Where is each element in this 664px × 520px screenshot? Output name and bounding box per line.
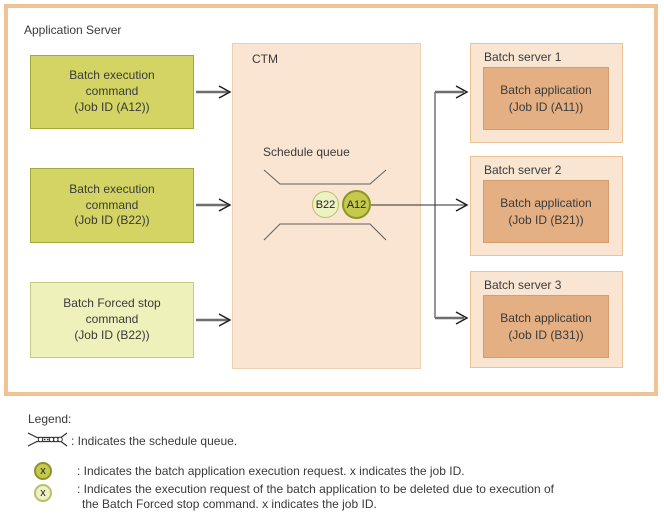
application-server-label: Application Server (24, 23, 122, 37)
command-job-id: (Job ID (B22)) (74, 327, 150, 342)
legend-deleted-request-line1: : Indicates the execution request of the… (77, 482, 554, 496)
command-title: Batch execution command (69, 181, 155, 212)
batch-application-title: Batch application (500, 83, 592, 98)
schedule-queue-label: Schedule queue (263, 145, 350, 159)
batch-server-name: Batch server 1 (484, 50, 562, 64)
batch-server-1-box: Batch server 1 Batch application (Job ID… (470, 43, 623, 143)
command-job-id: (Job ID (B22)) (74, 213, 150, 228)
batch-application-job-id: (Job ID (A11)) (508, 99, 584, 114)
legend-x-label: x (40, 465, 46, 477)
batch-application-b21-box: Batch application (Job ID (B21)) (483, 180, 609, 243)
batch-execution-command-a12-box: Batch execution command (Job ID (A12)) (30, 55, 194, 129)
command-title: Batch execution command (69, 68, 155, 99)
legend-deleted-request-text: : Indicates the execution request of the… (77, 482, 554, 512)
execution-request-circle-light-icon: x (34, 484, 52, 502)
batch-application-title: Batch application (500, 196, 592, 211)
queue-item-b22-circle: B22 (312, 191, 339, 218)
legend-title: Legend: (28, 412, 72, 426)
batch-execution-command-b22-box: Batch execution command (Job ID (B22)) (30, 168, 194, 243)
batch-server-name: Batch server 3 (484, 278, 562, 292)
execution-request-circle-dark-icon: x (34, 462, 52, 480)
batch-application-job-id: (Job ID (B31)) (508, 327, 584, 342)
batch-application-b31-box: Batch application (Job ID (B31)) (483, 295, 609, 358)
legend-schedule-queue-text: : Indicates the schedule queue. (71, 434, 238, 448)
ctm-label: CTM (252, 52, 278, 66)
legend-deleted-request-line2: the Batch Forced stop command. x indicat… (82, 497, 377, 511)
queue-item-label: A12 (346, 198, 367, 211)
batch-application-job-id: (Job ID (B21)) (508, 212, 584, 227)
schedule-queue-icon (27, 432, 68, 447)
batch-application-title: Batch application (500, 311, 592, 326)
batch-server-name: Batch server 2 (484, 163, 562, 177)
command-title: Batch Forced stop command (63, 296, 161, 327)
legend-execution-request-text: : Indicates the batch application execut… (77, 464, 465, 478)
legend-x-label: x (40, 487, 46, 499)
batch-server-2-box: Batch server 2 Batch application (Job ID… (470, 156, 623, 256)
command-job-id: (Job ID (A12)) (74, 99, 150, 114)
batch-server-3-box: Batch server 3 Batch application (Job ID… (470, 271, 623, 368)
queue-item-label: B22 (315, 198, 336, 211)
batch-forced-stop-command-box: Batch Forced stop command (Job ID (B22)) (30, 282, 194, 358)
batch-application-a11-box: Batch application (Job ID (A11)) (483, 67, 609, 130)
queue-item-a12-circle: A12 (342, 190, 371, 219)
